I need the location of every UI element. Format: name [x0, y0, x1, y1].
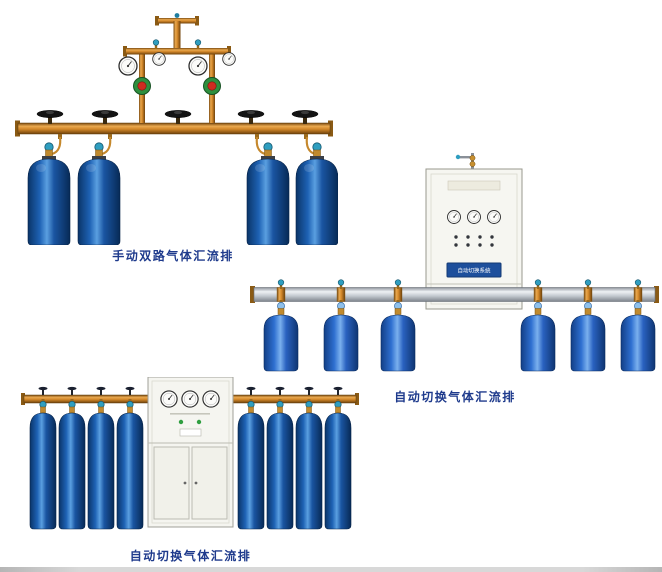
shutoff-valve-icon	[125, 386, 135, 395]
gas-cylinder	[324, 398, 352, 530]
shutoff-valve-icon	[67, 386, 77, 395]
gas-cylinder	[266, 398, 294, 530]
gas-cylinder	[27, 142, 71, 245]
gas-cylinder	[263, 299, 299, 372]
shutoff-valve-icon	[333, 386, 343, 395]
pressure-gauge-icon	[188, 56, 208, 76]
cabinet-label	[179, 428, 202, 437]
control-cabinet: 自动切换系统	[425, 153, 523, 310]
gas-cylinder	[295, 398, 323, 530]
gas-cylinder	[87, 398, 115, 530]
cabinet-door	[191, 446, 228, 520]
shutoff-valve-icon	[194, 39, 202, 50]
pressure-regulator-icon	[203, 69, 221, 95]
cabinet-name-plate	[446, 262, 502, 278]
valve-handwheel-icon	[91, 109, 119, 125]
gas-cylinder	[77, 142, 121, 245]
pressure-gauge-icon	[487, 210, 501, 224]
door-handle	[183, 481, 187, 485]
pressure-regulator-icon	[133, 69, 151, 95]
pressure-gauge-icon	[118, 56, 138, 76]
indicator-lights	[454, 235, 494, 247]
auto-switch-manifold-illustration	[21, 377, 359, 530]
shutoff-valve-icon	[96, 386, 106, 395]
indicator-light	[196, 419, 202, 425]
product-figure-auto-switch-bottom: 自动切换气体汇流排	[18, 377, 363, 564]
product-caption: 自动切换气体汇流排	[394, 390, 516, 404]
manifold-pipe	[250, 286, 659, 303]
product-caption: 自动切换气体汇流排	[129, 549, 252, 563]
gas-cylinder	[323, 299, 359, 372]
auto-switch-manifold-illustration: 自动切换系统	[250, 153, 659, 372]
shutoff-valve-icon	[275, 386, 285, 395]
valve-handwheel-icon	[291, 109, 319, 125]
gas-cylinder	[520, 299, 556, 372]
shutoff-valve-icon	[246, 386, 256, 395]
gas-cylinder	[116, 398, 144, 530]
shutoff-valve-icon	[38, 386, 48, 395]
gas-cylinder	[620, 299, 656, 372]
top-tee-assembly	[123, 13, 231, 71]
gas-cylinders	[263, 299, 656, 372]
pressure-gauge-icon	[181, 390, 199, 408]
gas-cylinder	[237, 398, 265, 530]
pressure-gauge-icon	[160, 390, 178, 408]
valve-handwheels	[36, 109, 319, 125]
product-figure-manual-dual-manifold: 手动双路气体汇流排	[8, 5, 338, 264]
valve-handwheel-icon	[237, 109, 265, 125]
cabinet-name-plate-text: 自动切换系统	[457, 267, 491, 275]
shutoff-valve-icon	[304, 386, 314, 395]
indicator-light	[178, 419, 184, 425]
pressure-gauge-icon	[447, 210, 461, 224]
valve-handwheel-icon	[164, 109, 192, 125]
page-bottom-border	[0, 567, 662, 572]
product-caption: 手动双路气体汇流排	[112, 249, 234, 263]
manual-dual-manifold-illustration	[15, 13, 338, 245]
connection-hoses	[51, 136, 316, 156]
manifold-pipe	[15, 120, 333, 139]
valve-handwheel-icon	[36, 109, 64, 125]
cabinet-door	[153, 446, 190, 520]
gas-cylinder	[380, 299, 416, 372]
pressure-gauge-icon	[202, 390, 220, 408]
gas-cylinder	[29, 398, 57, 530]
pressure-gauge-icon	[222, 52, 236, 66]
product-figure-auto-switch-right: 自动切换系统	[250, 153, 660, 405]
gas-cylinder	[58, 398, 86, 530]
control-cabinet	[147, 377, 234, 528]
door-handle	[194, 481, 198, 485]
shutoff-valve-icon	[152, 39, 160, 50]
pressure-gauge-icon	[467, 210, 481, 224]
gas-cylinder	[570, 299, 606, 372]
pressure-regulators	[118, 52, 236, 123]
pressure-gauge-icon	[152, 52, 166, 66]
